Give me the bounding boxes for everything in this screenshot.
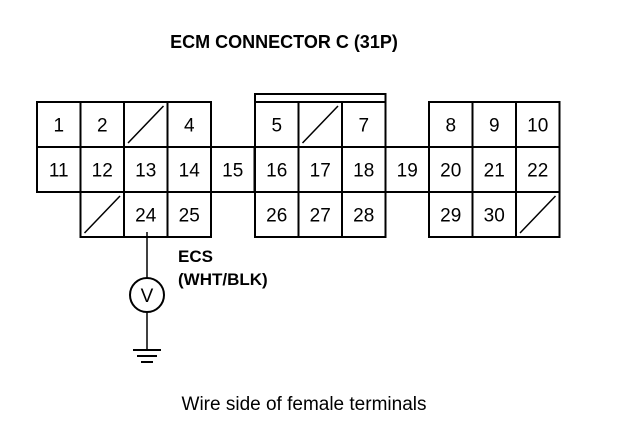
pin-number: 26	[266, 206, 287, 227]
blank-slash	[301, 105, 339, 144]
pin-number: 30	[484, 206, 505, 227]
wire-color: (WHT/BLK)	[178, 270, 268, 289]
pin-number: 21	[484, 161, 505, 182]
diagram-caption: Wire side of female terminals	[182, 394, 427, 415]
pin-number: 13	[135, 161, 156, 182]
pin-number: 28	[353, 206, 374, 227]
ground-icon	[133, 349, 161, 363]
pin-number: 12	[92, 161, 113, 182]
pin-number: 14	[179, 161, 201, 182]
pin-number: 9	[489, 116, 500, 137]
pin-number: 16	[266, 161, 287, 182]
pin-number: 27	[310, 206, 331, 227]
pin-number: 10	[527, 116, 548, 137]
pin-number: 8	[445, 116, 456, 137]
pin-number: 19	[397, 161, 418, 182]
blank-slash	[519, 195, 557, 234]
terminal-cell	[166, 191, 212, 238]
pin-number: 29	[440, 206, 461, 227]
pin-number: 7	[358, 116, 369, 137]
pin-number: 15	[222, 161, 243, 182]
pin-number: 20	[440, 161, 461, 182]
pin-number: 18	[353, 161, 374, 182]
blank-slash	[127, 105, 165, 144]
pin-number: 11	[49, 161, 69, 182]
pin-number: 5	[271, 116, 282, 137]
pin-number: 17	[310, 161, 331, 182]
pin-number: 22	[527, 161, 548, 182]
pin-number: 24	[135, 206, 157, 227]
pin-number: 2	[97, 116, 108, 137]
diagram-title: ECM CONNECTOR C (31P)	[170, 32, 398, 52]
terminal-cell	[341, 191, 387, 238]
blank-terminal	[515, 191, 561, 238]
connector-body	[36, 93, 561, 238]
pin-number: 4	[184, 116, 195, 137]
connector-lock-tab	[254, 93, 387, 103]
voltmeter-symbol: V	[141, 286, 154, 307]
blank-slash	[83, 195, 121, 234]
pin-number: 1	[53, 116, 64, 137]
signal-name: ECS	[178, 247, 213, 266]
pin-number: 25	[179, 206, 200, 227]
